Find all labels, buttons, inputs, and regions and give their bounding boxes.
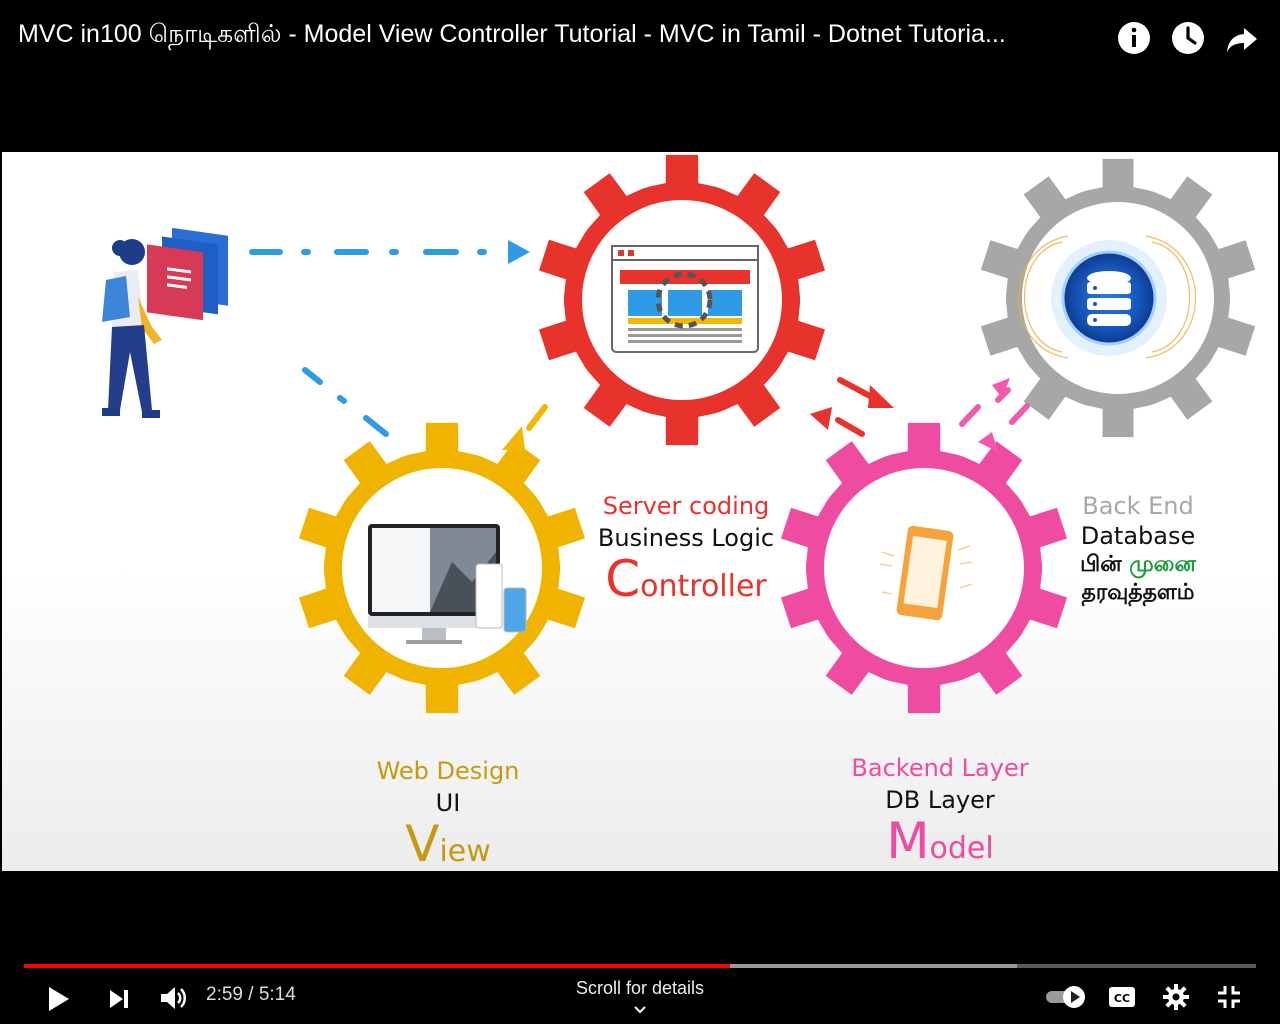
progress-bar[interactable] [24,964,1256,968]
scroll-hint-label: Scroll for details [575,978,705,998]
controller-subtitle: Server coding [602,492,770,520]
mvc-diagram [102,154,1256,714]
tablet-illustration [879,525,973,621]
database-label-block: Back End Database பின் முனை தரவுத்தளம் [1048,492,1228,608]
controller-title: Controller [605,550,767,608]
view-title: View [405,815,491,871]
time-display: 2:59 / 5:14 [206,984,296,1005]
scroll-for-details[interactable]: Scroll for details [540,978,740,1020]
view-subtitle: Web Design [376,757,520,785]
exit-fullscreen-icon[interactable] [1216,984,1242,1010]
view-description: UI [435,789,461,817]
share-icon[interactable] [1224,20,1260,56]
model-label-block: Backend Layer DB Layer Model [828,754,1052,871]
database-tamil-line1: பின் முனை [1080,552,1196,577]
database-subtitle: Back End [1082,492,1194,520]
next-icon[interactable] [106,986,132,1012]
monitor-illustration [368,524,527,644]
flow-arrows [249,240,1030,452]
video-frame[interactable]: Server coding Business Logic Controller … [2,152,1278,871]
chevron-down-icon [634,1006,646,1014]
captions-icon[interactable]: CC [1108,986,1136,1008]
controller-description: Business Logic [597,524,775,552]
autoplay-toggle-icon[interactable] [1044,984,1090,1010]
svg-text:CC: CC [1114,992,1130,1005]
model-title: Model [886,812,994,870]
database-illustration [1017,235,1197,359]
controller-label-block: Server coding Business Logic Controller [586,492,786,614]
volume-icon[interactable] [158,984,188,1012]
database-description: Database [1080,522,1196,550]
model-subtitle: Backend Layer [851,754,1029,782]
play-icon[interactable] [44,985,72,1013]
played-bar [24,964,730,968]
info-icon[interactable] [1116,20,1152,56]
browser-window-illustration [611,245,759,353]
title-bar: MVC in100 நொடிகளில் - Model View Control… [0,0,1280,72]
database-tamil-line2: தரவுத்தளம் [1081,580,1195,605]
settings-gear-icon[interactable] [1162,983,1190,1011]
watch-later-icon[interactable] [1170,20,1206,56]
player-controls: 2:59 / 5:14 Scroll for details CC [0,955,1280,1024]
video-title[interactable]: MVC in100 நொடிகளில் - Model View Control… [18,20,1006,48]
model-description: DB Layer [885,786,995,814]
user-illustration [102,227,228,418]
view-label-block: Web Design UI View [348,757,548,871]
